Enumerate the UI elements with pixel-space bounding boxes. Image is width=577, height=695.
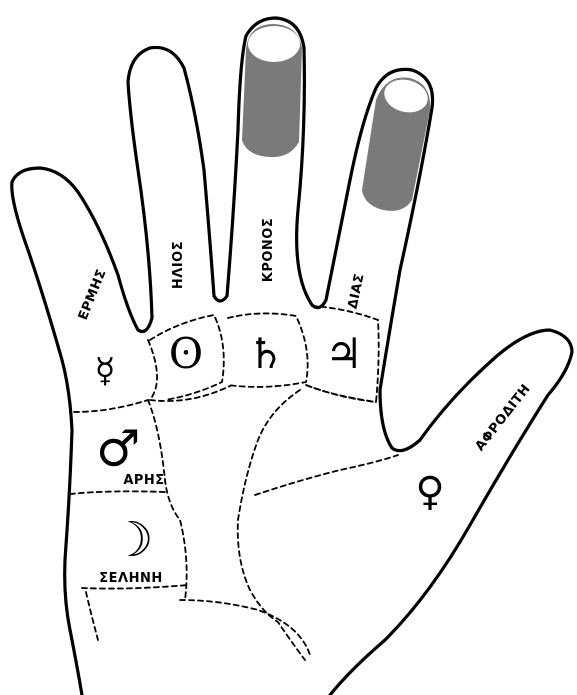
mount-label-selini: ΣΕΛΗΝΗ <box>99 571 162 586</box>
mount-label-aris: ΑΡΗΣ <box>123 473 164 488</box>
mount-label-dias: ΔΙΑΣ <box>346 272 368 310</box>
mount-label-afroditi: ΑΦΡΟΔΙΤΗ <box>473 382 534 455</box>
wrist-left-edge <box>70 630 82 695</box>
fingernail-middle <box>242 24 302 157</box>
venus-icon: ♀ <box>415 469 444 515</box>
mount-aris: ♂ ΑΡΗΣ <box>96 420 165 488</box>
mercury-icon: ☿ <box>95 351 116 391</box>
mount-ilios: ΗΛΙΟΣ ʘ <box>169 241 203 378</box>
jupiter-icon: ♃ <box>325 329 363 378</box>
mount-selini: ☽ ΣΕΛΗΝΗ <box>99 512 162 586</box>
mount-label-kronos: ΚΡΟΝΟΣ <box>261 218 276 282</box>
moon-icon: ☽ <box>110 512 153 568</box>
mount-label-ilios: ΗΛΙΟΣ <box>171 241 186 289</box>
sun-icon: ʘ <box>169 329 203 378</box>
saturn-icon: ♄ <box>247 329 285 378</box>
mount-ermis: ΕΡΜΗΣ ☿ <box>76 267 116 391</box>
mars-icon: ♂ <box>96 420 141 478</box>
mount-label-ermis: ΕΡΜΗΣ <box>76 267 110 322</box>
mount-kronos: ΚΡΟΝΟΣ ♄ <box>247 218 285 378</box>
mount-dias: ΔΙΑΣ ♃ <box>325 272 367 378</box>
